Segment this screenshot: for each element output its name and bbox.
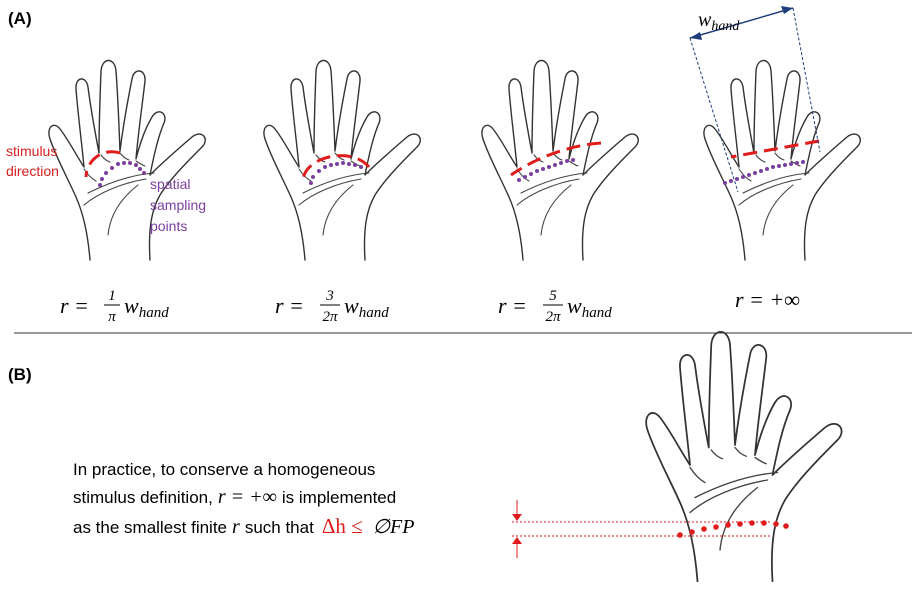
formula-3-w-main: w (567, 293, 582, 318)
formula-3: r = 5 2π whand (498, 288, 612, 325)
formula-4: r = +∞ (735, 287, 800, 312)
panel-b-label: (B) (8, 365, 32, 384)
panel-a-label: (A) (8, 9, 32, 28)
sampling-points-4 (723, 160, 805, 185)
formula-1-w-main: w (124, 293, 139, 318)
stimulus-arrow-1 (86, 152, 120, 177)
paragraph-line-2-end: is implemented (282, 488, 396, 507)
paragraph-r: r (232, 516, 240, 538)
paragraph-line-2: stimulus definition, r = +∞ is implemented (73, 486, 396, 508)
paragraph-fp: ∅FP (373, 516, 415, 538)
stimulus-direction-label: stimulus direction (6, 143, 59, 179)
sampling-points-line-1: spatial (150, 176, 190, 192)
paragraph-such-that: such that (245, 518, 314, 537)
formula-2-lhs: r = (275, 293, 304, 318)
formula-1-w: whand (124, 293, 169, 321)
formula-3-den: 2π (545, 309, 561, 325)
formula-3-w-sub: hand (582, 305, 613, 321)
paragraph-line-3-text: as the smallest finite (73, 518, 227, 537)
formula-1-den: π (108, 309, 116, 325)
paragraph-line-2-text: stimulus definition, (73, 488, 213, 507)
formula-4-lhs: r = +∞ (735, 287, 800, 312)
sampling-points-line-3: points (150, 218, 187, 234)
sampling-points-1 (98, 161, 146, 187)
paragraph-line-1: In practice, to conserve a homogeneous (73, 460, 375, 479)
formula-1-num: 1 (108, 288, 116, 304)
formula-2-num: 3 (325, 288, 334, 304)
stimulus-direction-line-1: stimulus (6, 143, 57, 159)
sampling-points-line-2: sampling (150, 197, 206, 213)
paragraph-line-3: as the smallest finite r such that Δh ≤ ∅FP (73, 514, 414, 538)
sampling-points-2 (309, 161, 363, 185)
formula-1-lhs: r = (60, 293, 89, 318)
formula-2-w-main: w (344, 293, 359, 318)
hand-2 (264, 61, 420, 261)
sampling-points-label: spatial sampling points (150, 176, 206, 234)
hand-3 (482, 61, 638, 261)
formula-2-w: whand (344, 293, 389, 321)
formula-1-w-sub: hand (139, 305, 170, 321)
width-label-sub: hand (711, 19, 740, 34)
formula-3-lhs: r = (498, 293, 527, 318)
hand-b-sampling-points (677, 520, 789, 538)
stimulus-direction-line-2: direction (6, 163, 59, 179)
formula-1: r = 1 π whand (60, 288, 169, 325)
formula-2-den: 2π (322, 309, 338, 325)
formula-3-w: whand (567, 293, 612, 321)
width-label-main: w (698, 9, 712, 31)
formula-3-num: 5 (549, 288, 557, 304)
width-label: whand (698, 9, 740, 34)
delta-h-guides (512, 500, 772, 558)
sampling-points-3 (517, 158, 575, 182)
paragraph-delta-h: Δh ≤ (322, 514, 363, 538)
formula-2-w-sub: hand (359, 305, 390, 321)
hand-b (646, 332, 841, 581)
hand-4 (704, 61, 860, 261)
formula-2: r = 3 2π whand (275, 288, 389, 325)
paragraph-r-infinity: r = +∞ (218, 486, 277, 508)
